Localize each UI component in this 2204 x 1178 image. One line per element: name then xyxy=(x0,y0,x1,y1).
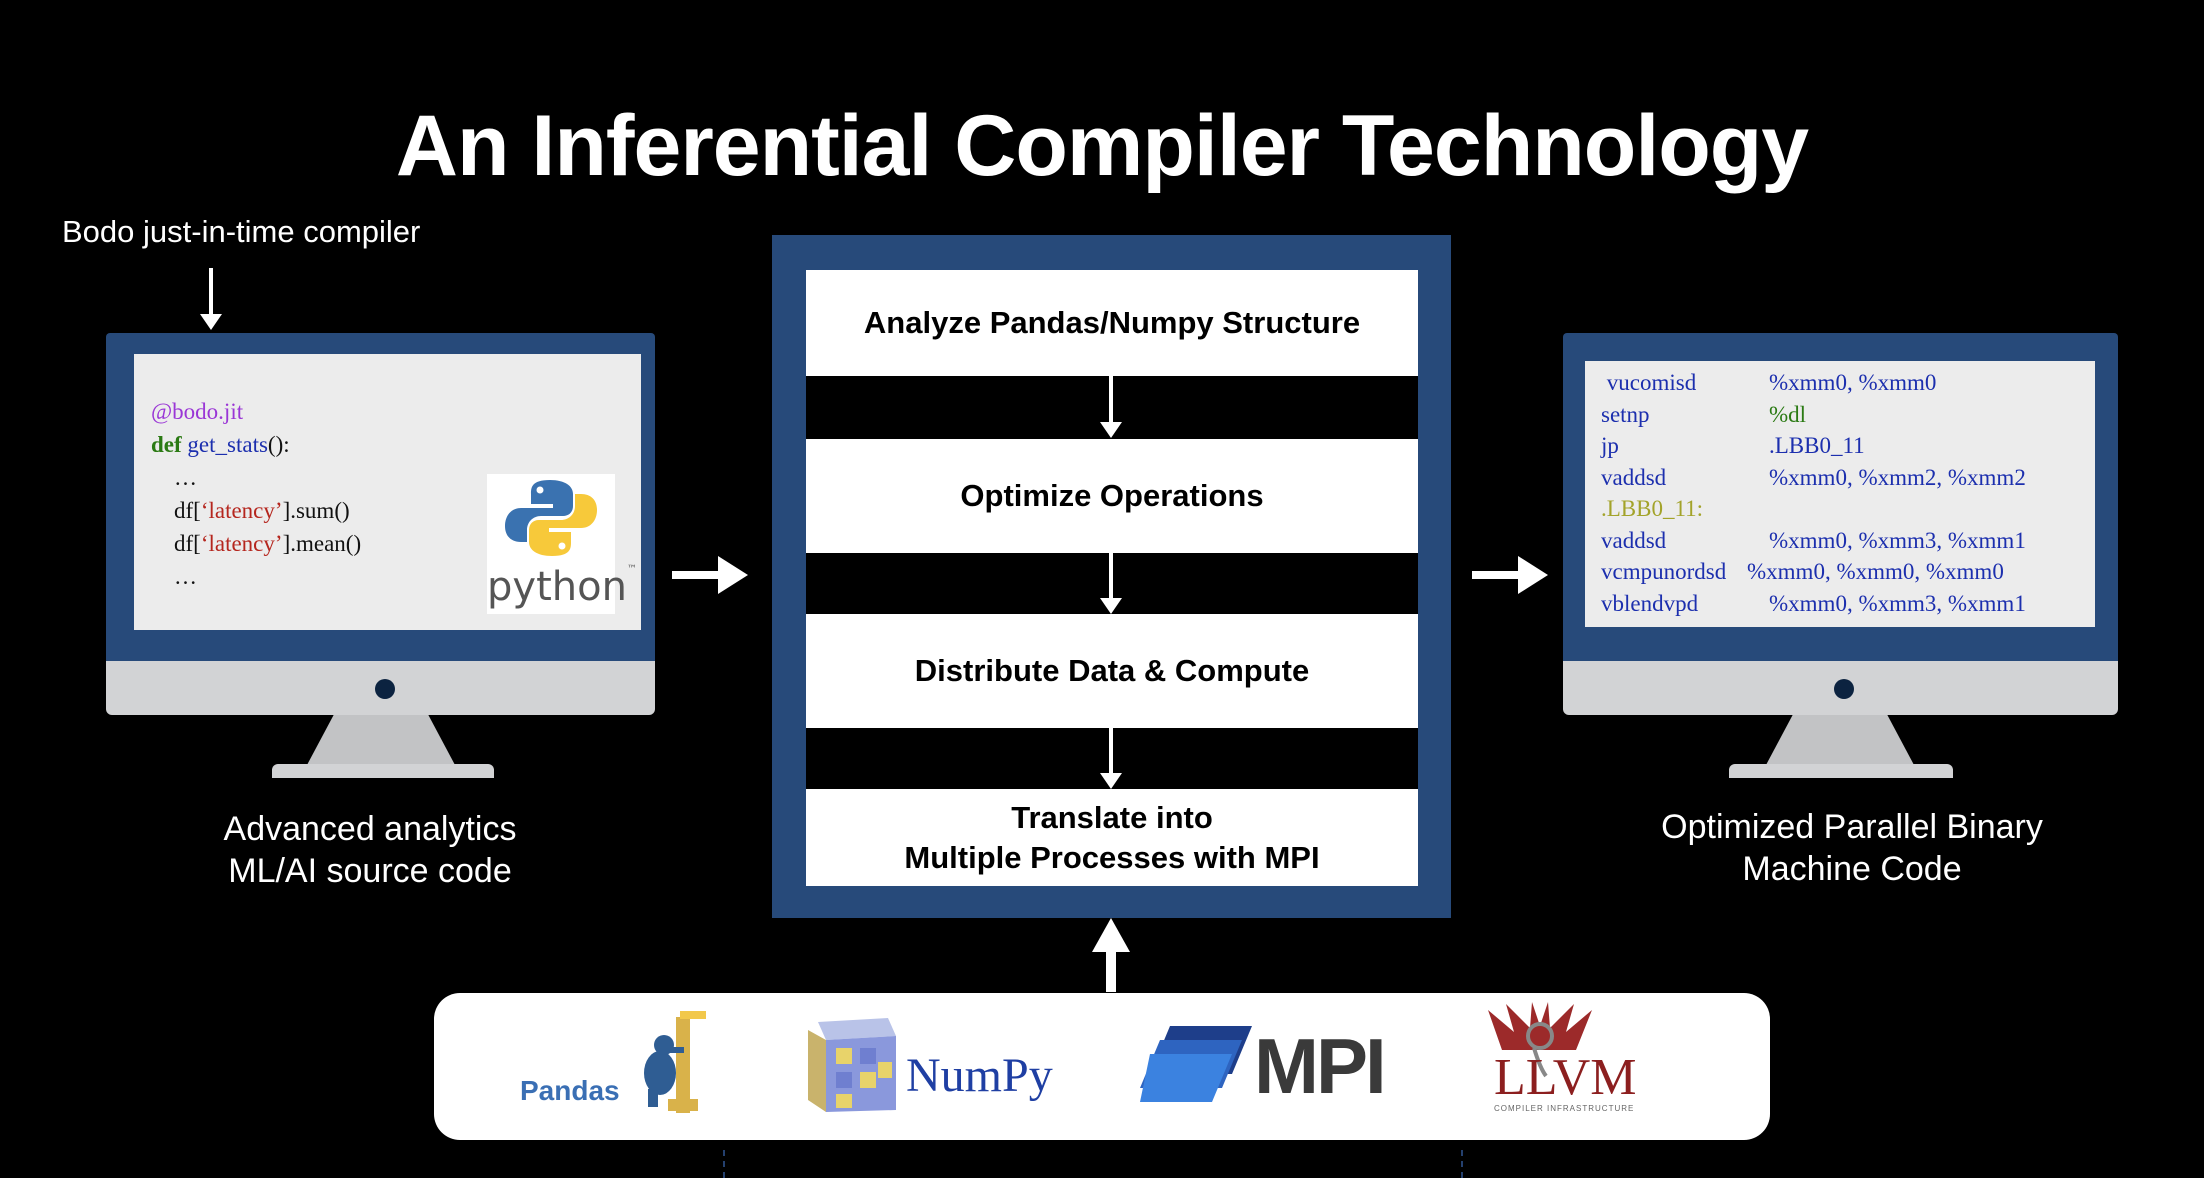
code-token: ].sum() xyxy=(282,498,350,523)
left-caption-line: ML/AI source code xyxy=(228,852,512,890)
asm-op: vucomisd xyxy=(1601,370,1697,395)
left-caption: Advanced analytics ML/AI source code xyxy=(180,808,560,892)
def-keyword: def xyxy=(151,432,182,457)
right-caption-line: Machine Code xyxy=(1742,850,1962,888)
asm-line: .LBB0_11: xyxy=(1601,493,2026,525)
pandas-logo: Pandas xyxy=(520,1003,710,1123)
function-signature-tail: (): xyxy=(267,432,290,457)
asm-label: .LBB0_11: xyxy=(1601,496,1704,521)
asm-op: setnp xyxy=(1601,401,1650,427)
asm-args: %xmm0, %xmm0 xyxy=(1769,370,1937,395)
trademark: ™ xyxy=(626,564,637,575)
asm-args: %xmm0, %xmm3, %xmm1 xyxy=(1769,590,2026,616)
asm-line: vblendvpd %xmm0, %xmm3, %xmm1 xyxy=(1601,588,2026,620)
asm-args: %dl xyxy=(1769,401,1807,427)
stage-optimize: Optimize Operations xyxy=(806,439,1418,553)
asm-screen: vucomisd %xmm0, %xmm0 setnp %dl jp .LBB0_11… xyxy=(1585,361,2095,627)
dragon-icon xyxy=(1488,1002,1592,1078)
mpi-wordmark: MPI xyxy=(1254,1022,1387,1110)
ellipsis: … xyxy=(174,564,197,589)
power-indicator xyxy=(1834,679,1854,699)
string-literal: ‘latency’ xyxy=(200,531,283,556)
panda-icon xyxy=(644,1011,706,1113)
function-name: get_stats xyxy=(187,432,268,457)
asm-line: vaddsd %xmm0, %xmm3, %xmm1 xyxy=(1601,525,2026,557)
left-caption-line: Advanced analytics xyxy=(223,810,517,848)
numpy-wordmark: NumPy xyxy=(906,1049,1053,1102)
llvm-subtitle: COMPILER INFRASTRUCTURE xyxy=(1494,1104,1635,1113)
numpy-logo: NumPy xyxy=(804,1014,1064,1114)
numpy-cube-icon xyxy=(808,1018,896,1112)
power-indicator xyxy=(375,679,395,699)
asm-line: setnp %dl xyxy=(1601,399,2026,431)
llvm-logo: LLVM COMPILER INFRASTRUCTURE xyxy=(1480,998,1660,1116)
asm-line: vucomisd %xmm0, %xmm0 xyxy=(1601,367,2026,399)
asm-line: jp .LBB0_11 xyxy=(1601,430,2026,462)
code-screen: @bodo.jit def get_stats(): … df[‘latency… xyxy=(134,354,641,630)
pandas-wordmark: Pandas xyxy=(520,1075,620,1106)
asm-op: vcmpunordsd xyxy=(1601,559,1727,584)
code-token: df[ xyxy=(174,498,201,523)
asm-op: vaddsd xyxy=(1601,464,1667,490)
asm-args: %xmm0, %xmm2, %xmm2 xyxy=(1769,464,2026,490)
right-caption: Optimized Parallel Binary Machine Code xyxy=(1620,806,2084,890)
asm-op: jp xyxy=(1601,433,1619,458)
python-wordmark: python xyxy=(487,564,627,610)
divider-mark xyxy=(1461,1150,1465,1178)
mpi-logo: MPI xyxy=(1140,1024,1387,1108)
stage-analyze: Analyze Pandas/Numpy Structure xyxy=(806,270,1418,376)
python-snake-icon xyxy=(505,480,597,556)
asm-args: %xmm0, %xmm3, %xmm1 xyxy=(1769,527,2026,553)
right-caption-line: Optimized Parallel Binary xyxy=(1661,808,2043,846)
code-token: df[ xyxy=(174,531,201,556)
mpi-layers-icon xyxy=(1140,1026,1252,1102)
stage-distribute: Distribute Data & Compute xyxy=(806,614,1418,728)
asm-args: %xmm0, %xmm0, %xmm0 xyxy=(1747,559,2004,584)
asm-line: vaddsd %xmm0, %xmm2, %xmm2 xyxy=(1601,462,2026,494)
asm-args: .LBB0_11 xyxy=(1769,433,1865,458)
asm-op: vaddsd xyxy=(1601,527,1667,553)
llvm-wordmark: LLVM xyxy=(1494,1049,1637,1106)
asm-op: vblendvpd xyxy=(1601,590,1699,616)
asm-line: vcmpunordsd %xmm0, %xmm0, %xmm0 xyxy=(1601,556,2026,588)
string-literal: ‘latency’ xyxy=(200,498,283,523)
divider-mark xyxy=(723,1150,727,1178)
ellipsis: … xyxy=(174,465,197,490)
python-logo: python™ xyxy=(487,474,637,614)
jit-compiler-label: Bodo just-in-time compiler xyxy=(62,214,421,249)
code-token: ].mean() xyxy=(282,531,362,556)
stage-translate: Translate into Multiple Processes with M… xyxy=(806,789,1418,886)
decorator: @bodo.jit xyxy=(151,399,244,424)
page-title: An Inferential Compiler Technology xyxy=(395,98,1809,194)
